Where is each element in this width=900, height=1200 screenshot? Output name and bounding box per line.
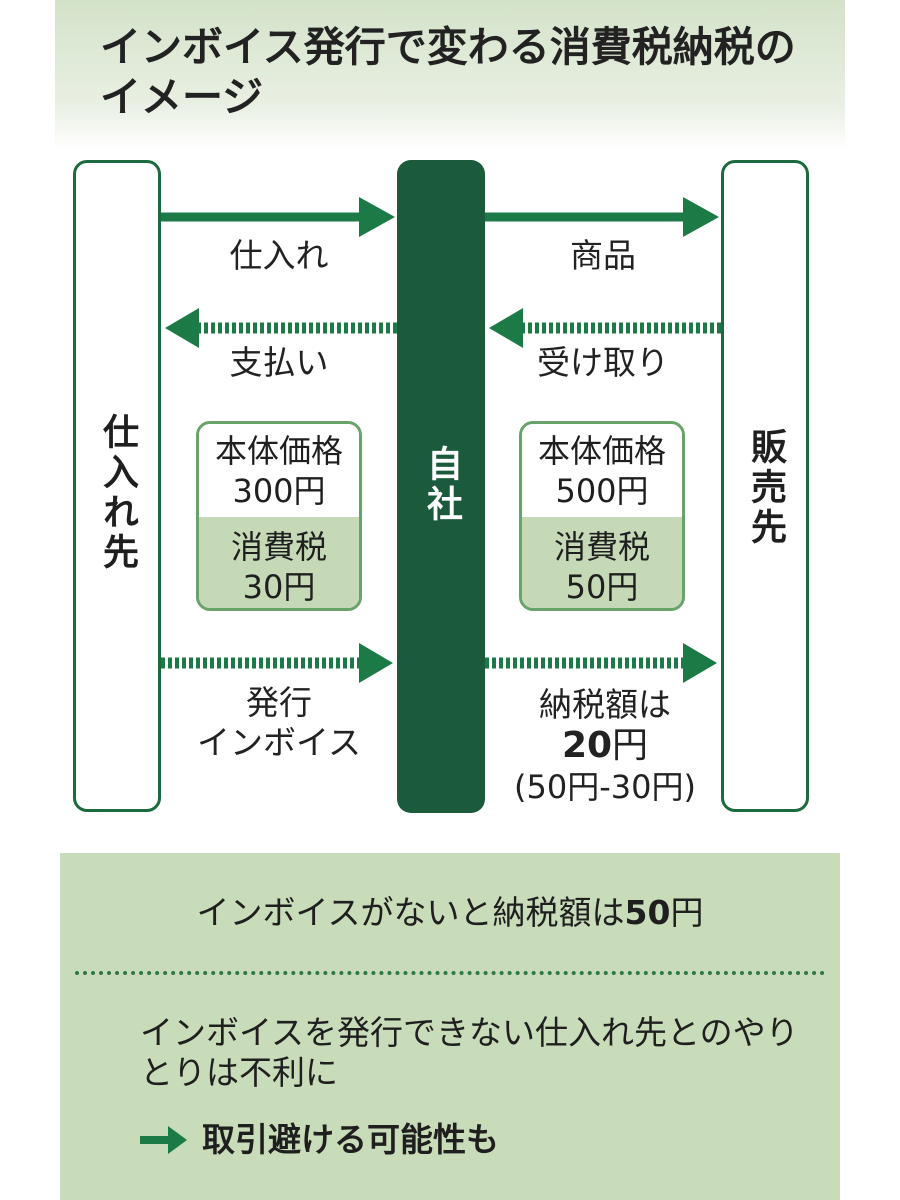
tax-payment-amount: 20円 — [495, 725, 715, 767]
sale-base-price: 本体価格 500円 — [522, 424, 682, 517]
disadvantage-note: インボイスを発行できない仕入れ先とのやりとりは不利に — [140, 1013, 799, 1092]
purchase-price-box: 本体価格 300円 消費税 30円 — [196, 421, 362, 611]
invoice-issue-label: 発行 インボイス — [161, 683, 397, 763]
notes-panel: インボイスがないと納税額は50円 インボイスを発行できない仕入れ先とのやりとりは… — [60, 853, 840, 1200]
tax-payment-number: 20 — [561, 725, 613, 766]
supplier-label: 仕入れ先 — [97, 413, 138, 573]
tax-label: 消費税 — [553, 528, 650, 566]
customer-label: 販売先 — [745, 428, 786, 548]
tax-payment-calculation: (50円-30円) — [514, 768, 696, 806]
no-invoice-prefix: インボイスがないと納税額は — [196, 893, 625, 932]
payment-arrow — [165, 308, 397, 348]
no-invoice-unit: 円 — [670, 893, 704, 932]
base-price-label: 本体価格 — [537, 432, 666, 470]
base-price-label: 本体価格 — [214, 432, 343, 470]
self-label: 自社 — [421, 445, 462, 525]
tax-payment-label: 納税額は — [539, 685, 671, 724]
tax-payment-arrow — [485, 643, 717, 683]
no-invoice-note: インボイスがないと納税額は50円 — [60, 893, 840, 933]
tax-value: 30円 — [242, 568, 316, 606]
no-invoice-number: 50 — [624, 893, 671, 932]
purchase-tax: 消費税 30円 — [199, 517, 359, 608]
tax-value: 50円 — [565, 568, 639, 606]
invoice-arrow — [161, 643, 393, 683]
page-title: インボイス発行で変わる消費税納税のイメージ — [100, 23, 796, 121]
invoice-issue-line1: 発行 — [246, 683, 312, 722]
consequence-text: 取引避ける可能性も — [202, 1120, 499, 1159]
goods-label: 商品 — [570, 236, 636, 275]
sale-tax: 消費税 50円 — [522, 517, 682, 608]
tax-payment-block: 納税額は 20円 (50円-30円) — [495, 685, 715, 807]
sale-price-box: 本体価格 500円 消費税 50円 — [519, 421, 685, 611]
purchase-arrow — [161, 197, 395, 237]
consequence-row: 取引避ける可能性も — [140, 1120, 499, 1160]
payment-label: 支払い — [229, 343, 329, 382]
tax-payment-unit: 円 — [612, 725, 649, 766]
title-band — [55, 0, 845, 150]
receipt-label: 受け取り — [537, 343, 669, 382]
base-price-value: 300円 — [232, 472, 326, 510]
purchase-label: 仕入れ — [229, 236, 329, 275]
dotted-divider — [75, 971, 825, 975]
invoice-issue-line2: インボイス — [196, 723, 361, 762]
self-column: 自社 — [397, 160, 485, 813]
right-arrow-icon — [140, 1126, 187, 1154]
customer-column: 販売先 — [721, 160, 809, 812]
goods-arrow — [485, 197, 719, 237]
supplier-column: 仕入れ先 — [73, 160, 161, 812]
tax-label: 消費税 — [230, 528, 327, 566]
base-price-value: 500円 — [555, 472, 649, 510]
receipt-arrow — [489, 308, 721, 348]
purchase-base-price: 本体価格 300円 — [199, 424, 359, 517]
